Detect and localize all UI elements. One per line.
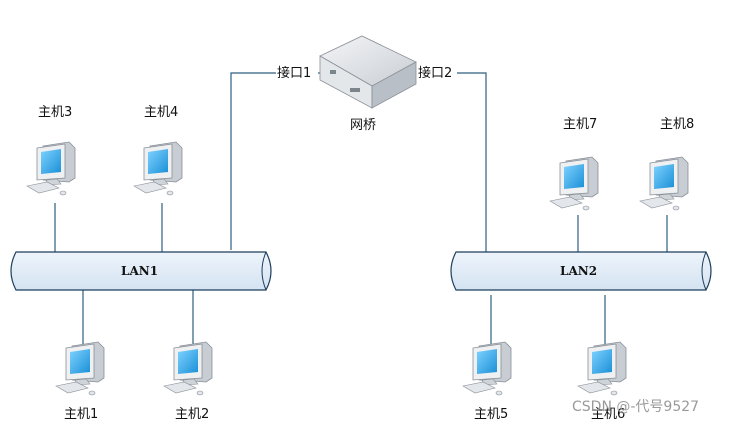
host6-label: 主机6 <box>591 407 626 422</box>
host1-computer-icon <box>55 341 105 396</box>
bridge-to-lan2-link <box>457 72 487 252</box>
host6-computer-icon <box>577 341 627 396</box>
host2-computer-icon <box>163 341 213 396</box>
host3-label: 主机3 <box>38 105 73 120</box>
host4-computer-icon <box>133 141 183 196</box>
lan2-label: LAN2 <box>560 264 598 278</box>
host8-label: 主机8 <box>660 117 695 132</box>
host1-label: 主机1 <box>64 407 99 422</box>
lan1-to-bridge-link <box>230 72 276 250</box>
lan1-bus <box>10 251 272 291</box>
host5-label: 主机5 <box>474 407 509 422</box>
bridge-device-icon <box>319 35 417 109</box>
bridge-label: 网桥 <box>350 118 377 133</box>
host8-computer-icon <box>639 156 689 211</box>
bridge-port1-label: 接口1 <box>277 66 312 81</box>
host7-label: 主机7 <box>563 117 598 132</box>
lan1-label: LAN1 <box>121 264 159 278</box>
host5-computer-icon <box>462 341 512 396</box>
bridge-port2-label: 接口2 <box>418 66 453 81</box>
host7-computer-icon <box>549 156 599 211</box>
lan2-bus <box>450 251 712 291</box>
connection-lines <box>54 72 668 345</box>
host4-label: 主机4 <box>144 105 179 120</box>
csdn-watermark: CSDN @-代号9527 <box>572 399 700 415</box>
host2-label: 主机2 <box>175 407 210 422</box>
host3-computer-icon <box>26 141 76 196</box>
